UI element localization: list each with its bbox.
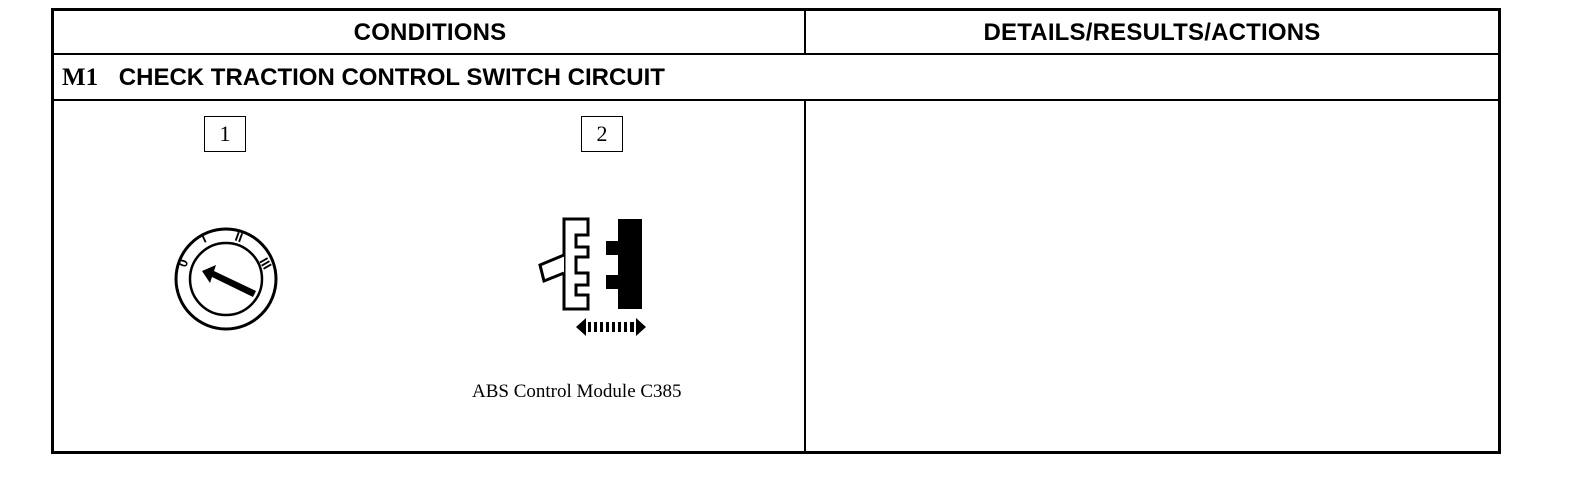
details-header: DETAILS/RESULTS/ACTIONS [983, 19, 1321, 46]
conditions-header: CONDITIONS [353, 19, 507, 46]
diagnostic-table: CONDITIONS DETAILS/RESULTS/ACTIONS M1 CH… [51, 8, 1501, 454]
header-rule [54, 53, 1498, 55]
ignition-position-2: II [233, 229, 245, 246]
ignition-position-1: I [199, 231, 209, 246]
connector-caption: ABS Control Module C385 [472, 381, 682, 402]
connector-disconnect-icon [538, 217, 646, 336]
ignition-switch-off-icon: 0 I II III [174, 227, 278, 331]
illustration-number-2: 2 [581, 116, 623, 152]
details-cell [806, 101, 1498, 451]
step-title-row: M1 CHECK TRACTION CONTROL SWITCH CIRCUIT [62, 55, 665, 99]
ignition-position-0: 0 [175, 257, 192, 269]
header-divider [804, 11, 806, 53]
illustration-number-1: 1 [204, 116, 246, 152]
step-rule [54, 99, 1498, 101]
step-number: M1 [62, 64, 99, 91]
body-divider [804, 101, 806, 451]
step-title: CHECK TRACTION CONTROL SWITCH CIRCUIT [118, 64, 665, 91]
